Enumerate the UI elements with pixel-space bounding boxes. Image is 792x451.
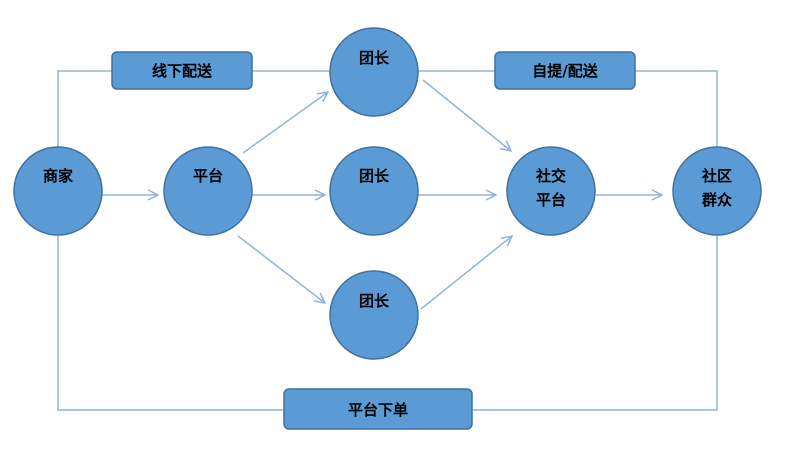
arrow-platform-leader-top xyxy=(242,92,328,154)
leader-bottom-label: 团长 xyxy=(359,292,390,310)
leader-mid-label: 团长 xyxy=(359,167,390,185)
social-platform-label-line1: 社交 xyxy=(535,167,566,185)
platform-label: 平台 xyxy=(193,167,223,185)
social-platform-node: 社交 平台 xyxy=(506,146,596,236)
offline-delivery-label: 线下配送 xyxy=(152,62,213,80)
offline-delivery-box: 线下配送 xyxy=(111,51,253,90)
leader-mid-node: 团长 xyxy=(329,146,419,236)
arrow-leader-top-social xyxy=(422,79,511,151)
community-label-line1: 社区 xyxy=(701,167,732,185)
community-label-line2: 群众 xyxy=(702,191,732,209)
leader-bottom-node: 团长 xyxy=(329,270,419,360)
community-node: 社区 群众 xyxy=(672,146,762,236)
merchant-label: 商家 xyxy=(43,167,73,185)
social-platform-label-line2: 平台 xyxy=(536,191,566,209)
leader-top-label: 团长 xyxy=(359,49,390,67)
leader-top-node: 团长 xyxy=(329,27,419,117)
platform-order-label: 平台下单 xyxy=(348,401,408,419)
merchant-node: 商家 xyxy=(13,146,103,236)
arrow-leader-bottom-social xyxy=(420,236,512,310)
platform-order-box: 平台下单 xyxy=(283,388,473,430)
platform-node: 平台 xyxy=(163,146,253,236)
pickup-delivery-label: 自提/配送 xyxy=(532,62,598,80)
pickup-delivery-box: 自提/配送 xyxy=(494,51,636,90)
arrow-platform-leader-bottom xyxy=(237,235,325,303)
